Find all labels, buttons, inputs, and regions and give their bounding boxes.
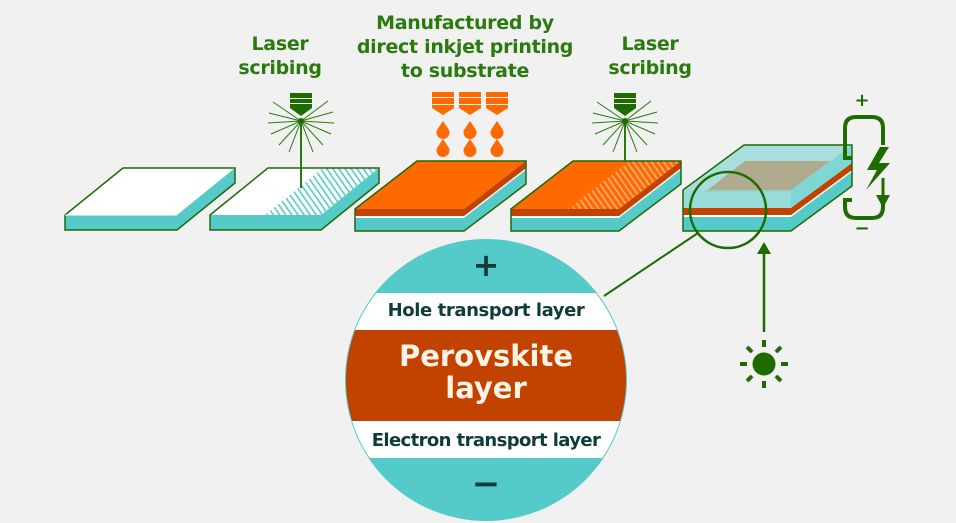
label-line: Laser <box>251 33 309 55</box>
substrate-slab-1 <box>64 167 236 231</box>
sun-icon <box>740 340 788 388</box>
hole-transport-layer <box>346 293 626 330</box>
inkjet-head <box>432 92 454 115</box>
label-line: Perovskite <box>398 339 574 373</box>
label-line: Laser <box>621 33 679 55</box>
inkjet-head <box>486 92 508 115</box>
ink-droplets <box>436 121 504 158</box>
substrate-slab-2 <box>209 167 380 231</box>
label-line: direct inkjet printing <box>356 36 574 58</box>
circuit-icon <box>843 115 890 220</box>
positive-terminal-sign: + <box>472 246 500 284</box>
lightning-bolt-icon <box>866 147 890 190</box>
label-line: Manufactured by <box>376 12 554 34</box>
hole-transport-layer-label: Hole transport layer <box>387 300 585 321</box>
zoom-connector-line <box>603 232 699 297</box>
perovskite-layer-label: Perovskite layer <box>346 340 626 404</box>
inkjet-head <box>459 92 481 115</box>
inkjet-heads-icon <box>432 92 508 158</box>
sunlight-arrow <box>757 242 771 332</box>
label-line: to substrate <box>400 60 530 82</box>
electron-transport-layer <box>346 421 626 458</box>
negative-terminal-sign: − <box>471 464 501 504</box>
label-line: layer <box>445 371 527 405</box>
label-inkjet-printing: Manufactured by direct inkjet printing t… <box>345 11 585 83</box>
zoom-indicator-circle <box>688 170 768 250</box>
current-arrow-icon <box>876 195 890 208</box>
laser-icon-2 <box>591 93 659 162</box>
perovskite-layer <box>346 330 626 421</box>
laser-icon-1 <box>267 93 335 188</box>
printed-slab-3 <box>354 160 527 232</box>
label-laser-scribing-2: Laser scribing <box>600 32 700 80</box>
finished-cell-slab-5 <box>682 144 853 232</box>
label-laser-scribing-1: Laser scribing <box>230 32 330 80</box>
electron-transport-layer-label: Electron transport layer <box>371 430 601 451</box>
circuit-plus-sign: + <box>854 90 870 111</box>
label-line: scribing <box>238 57 322 79</box>
label-line: scribing <box>608 57 692 79</box>
circuit-minus-sign: − <box>854 218 870 239</box>
scribed-slab-4 <box>510 160 682 232</box>
layer-stack-magnifier <box>345 239 627 521</box>
